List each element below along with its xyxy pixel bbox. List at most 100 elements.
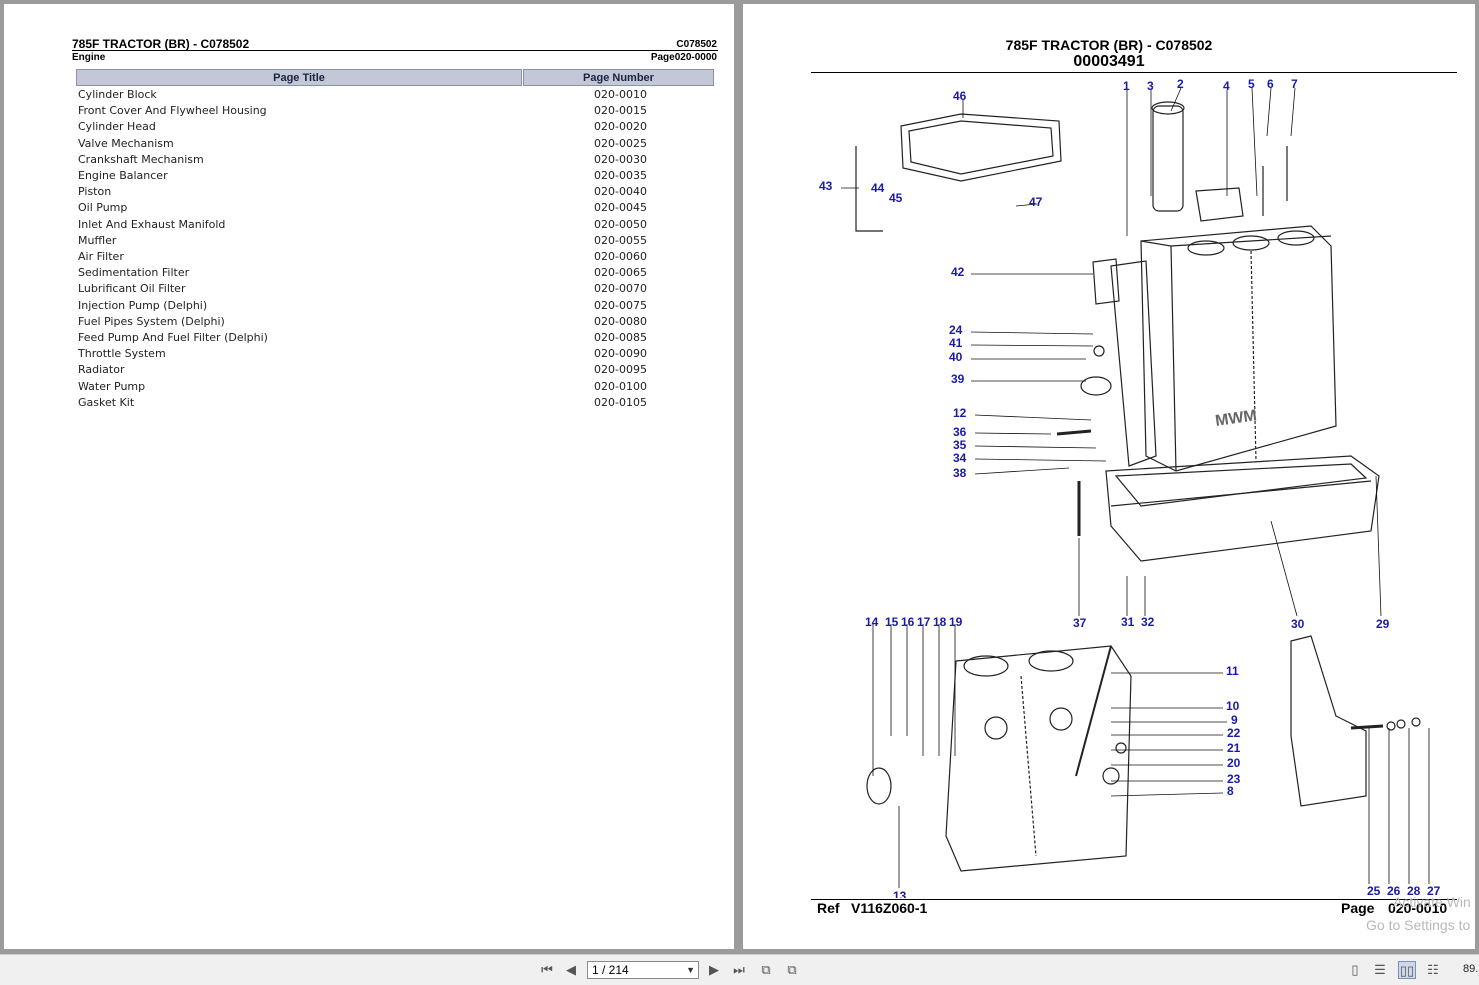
rear-seal: [866, 767, 892, 805]
callout-28: 28: [1407, 884, 1421, 898]
row-title[interactable]: Front Cover And Flywheel Housing: [78, 104, 267, 118]
callout-4: 4: [1223, 79, 1230, 93]
first-page-icon[interactable]: ⏮: [541, 962, 553, 977]
table-row[interactable]: Piston 020-0040: [78, 185, 718, 201]
row-page-number[interactable]: 020-0090: [594, 347, 647, 361]
table-row[interactable]: Crankshaft Mechanism 020-0030: [78, 153, 718, 169]
continuous-icon[interactable]: ☰: [1374, 962, 1386, 977]
table-row[interactable]: Sedimentation Filter 020-0065: [78, 266, 718, 282]
row-page-number[interactable]: 020-0065: [594, 266, 647, 280]
row-page-number[interactable]: 020-0020: [594, 120, 647, 134]
row-title[interactable]: Lubrificant Oil Filter: [78, 282, 186, 296]
leader-line: [974, 467, 1070, 475]
diagram-number: 00003491: [1073, 53, 1145, 70]
callout-40: 40: [949, 350, 963, 364]
row-page-number[interactable]: 020-0030: [594, 152, 647, 166]
table-row[interactable]: Gasket Kit 020-0105: [78, 396, 718, 412]
row-page-number[interactable]: 020-0075: [594, 298, 647, 312]
prev-page-icon[interactable]: ◀: [566, 962, 576, 977]
table-row[interactable]: Throttle System 020-0090: [78, 347, 718, 363]
table-row[interactable]: Fuel Pipes System (Delphi) 020-0080: [78, 315, 718, 331]
row-page-number[interactable]: 020-0060: [594, 250, 647, 263]
row-title[interactable]: Crankshaft Mechanism: [78, 152, 204, 166]
callout-1: 1: [1123, 79, 1130, 93]
row-page-number[interactable]: 020-0015: [594, 104, 647, 118]
callout-8: 8: [1227, 784, 1234, 798]
table-row[interactable]: Radiator 020-0095: [78, 363, 718, 379]
row-page-number[interactable]: 020-0050: [594, 217, 647, 231]
row-page-number[interactable]: 020-0040: [594, 185, 647, 199]
two-page-continuous-icon[interactable]: ☷: [1427, 962, 1439, 977]
row-title[interactable]: Muffler: [78, 233, 117, 247]
row-page-number[interactable]: 020-0055: [594, 233, 647, 247]
row-page-number[interactable]: 020-0080: [594, 314, 647, 328]
row-title[interactable]: Feed Pump And Fuel Filter (Delphi): [78, 331, 268, 344]
callout-43: 43: [819, 179, 833, 193]
row-title[interactable]: Radiator: [78, 363, 125, 377]
row-title[interactable]: Throttle System: [78, 347, 166, 361]
next-view-icon[interactable]: ⧉: [787, 962, 797, 977]
row-title[interactable]: Oil Pump: [78, 201, 128, 215]
table-row[interactable]: Water Pump 020-0100: [78, 380, 718, 396]
callout-47: 47: [1029, 195, 1043, 209]
row-page-number[interactable]: 020-0105: [594, 395, 647, 409]
table-row[interactable]: Injection Pump (Delphi) 020-0075: [78, 299, 718, 315]
row-page-number[interactable]: 020-0095: [594, 363, 647, 377]
diagram-top-rule: [811, 72, 1457, 73]
page-number-field[interactable]: 1 / 214 ▼: [587, 961, 699, 979]
callout-29: 29: [1376, 617, 1390, 631]
table-row[interactable]: Feed Pump And Fuel Filter (Delphi) 020-00…: [78, 331, 718, 347]
housing-side-view: [1290, 635, 1367, 807]
cover-gasket: [1092, 258, 1120, 305]
row-title[interactable]: Water Pump: [78, 379, 146, 393]
ref-label: Ref: [817, 900, 840, 916]
row-page-number[interactable]: 020-0085: [594, 331, 647, 344]
table-row[interactable]: Air Filter 020-0060: [78, 250, 718, 266]
row-page-number[interactable]: 020-0010: [594, 88, 647, 101]
callout-37: 37: [1073, 616, 1087, 630]
row-page-number[interactable]: 020-0045: [594, 201, 647, 215]
table-row[interactable]: Front Cover And Flywheel Housing 020-0015: [78, 104, 718, 120]
callout-24: 24: [949, 323, 963, 337]
row-title[interactable]: Injection Pump (Delphi): [78, 298, 208, 312]
callout-30: 30: [1291, 617, 1305, 631]
row-title[interactable]: Sedimentation Filter: [78, 266, 190, 280]
row-title[interactable]: Engine Balancer: [78, 169, 168, 182]
row-page-number[interactable]: 020-0070: [594, 282, 647, 296]
table-row[interactable]: Cylinder Head 020-0020: [78, 120, 718, 136]
single-page-icon[interactable]: ▯: [1351, 962, 1359, 977]
prev-view-icon[interactable]: ⧉: [761, 962, 771, 977]
table-row[interactable]: Engine Balancer 020-0035: [78, 169, 718, 185]
row-title[interactable]: Cylinder Head: [78, 120, 156, 134]
row-title[interactable]: Inlet And Exhaust Manifold: [78, 217, 226, 231]
table-row[interactable]: Lubrificant Oil Filter 020-0070: [78, 282, 718, 298]
row-title[interactable]: Fuel Pipes System (Delphi): [78, 314, 225, 328]
row-page-number[interactable]: 020-0100: [594, 379, 647, 393]
header-rule: [72, 50, 718, 51]
callout-6: 6: [1267, 77, 1274, 91]
chevron-down-icon[interactable]: ▼: [686, 965, 695, 975]
row-title[interactable]: Gasket Kit: [78, 395, 135, 409]
cylinder-liner: [1152, 105, 1184, 212]
two-page-icon[interactable]: ▯▯: [1398, 961, 1416, 979]
zoom-level[interactable]: 89.: [1463, 963, 1479, 975]
next-page-icon[interactable]: ▶: [709, 962, 719, 977]
row-page-number[interactable]: 020-0025: [594, 136, 647, 150]
index-title: 785F TRACTOR (BR) - C078502: [72, 37, 250, 51]
viewer-toolbar: ⏮ ◀ 1 / 214 ▼ ▶ ⏭ ⧉ ⧉ ▯ ☰ ▯▯ ☷ 89.: [0, 954, 1479, 985]
row-title[interactable]: Valve Mechanism: [78, 136, 174, 150]
row-title[interactable]: Cylinder Block: [78, 88, 157, 101]
table-row[interactable]: Inlet And Exhaust Manifold 020-0050: [78, 218, 718, 234]
table-row[interactable]: Valve Mechanism 020-0025: [78, 137, 718, 153]
table-row[interactable]: Cylinder Block 020-0010: [78, 88, 718, 104]
table-row[interactable]: Muffler 020-0055: [78, 234, 718, 250]
callout-32: 32: [1141, 615, 1155, 629]
row-title[interactable]: Piston: [78, 185, 112, 199]
callout-27: 27: [1427, 884, 1441, 898]
row-title[interactable]: Air Filter: [78, 250, 124, 263]
leader-line: [970, 331, 1094, 335]
last-page-icon[interactable]: ⏭: [733, 962, 745, 977]
table-row[interactable]: Oil Pump 020-0045: [78, 201, 718, 217]
row-page-number[interactable]: 020-0035: [594, 169, 647, 182]
